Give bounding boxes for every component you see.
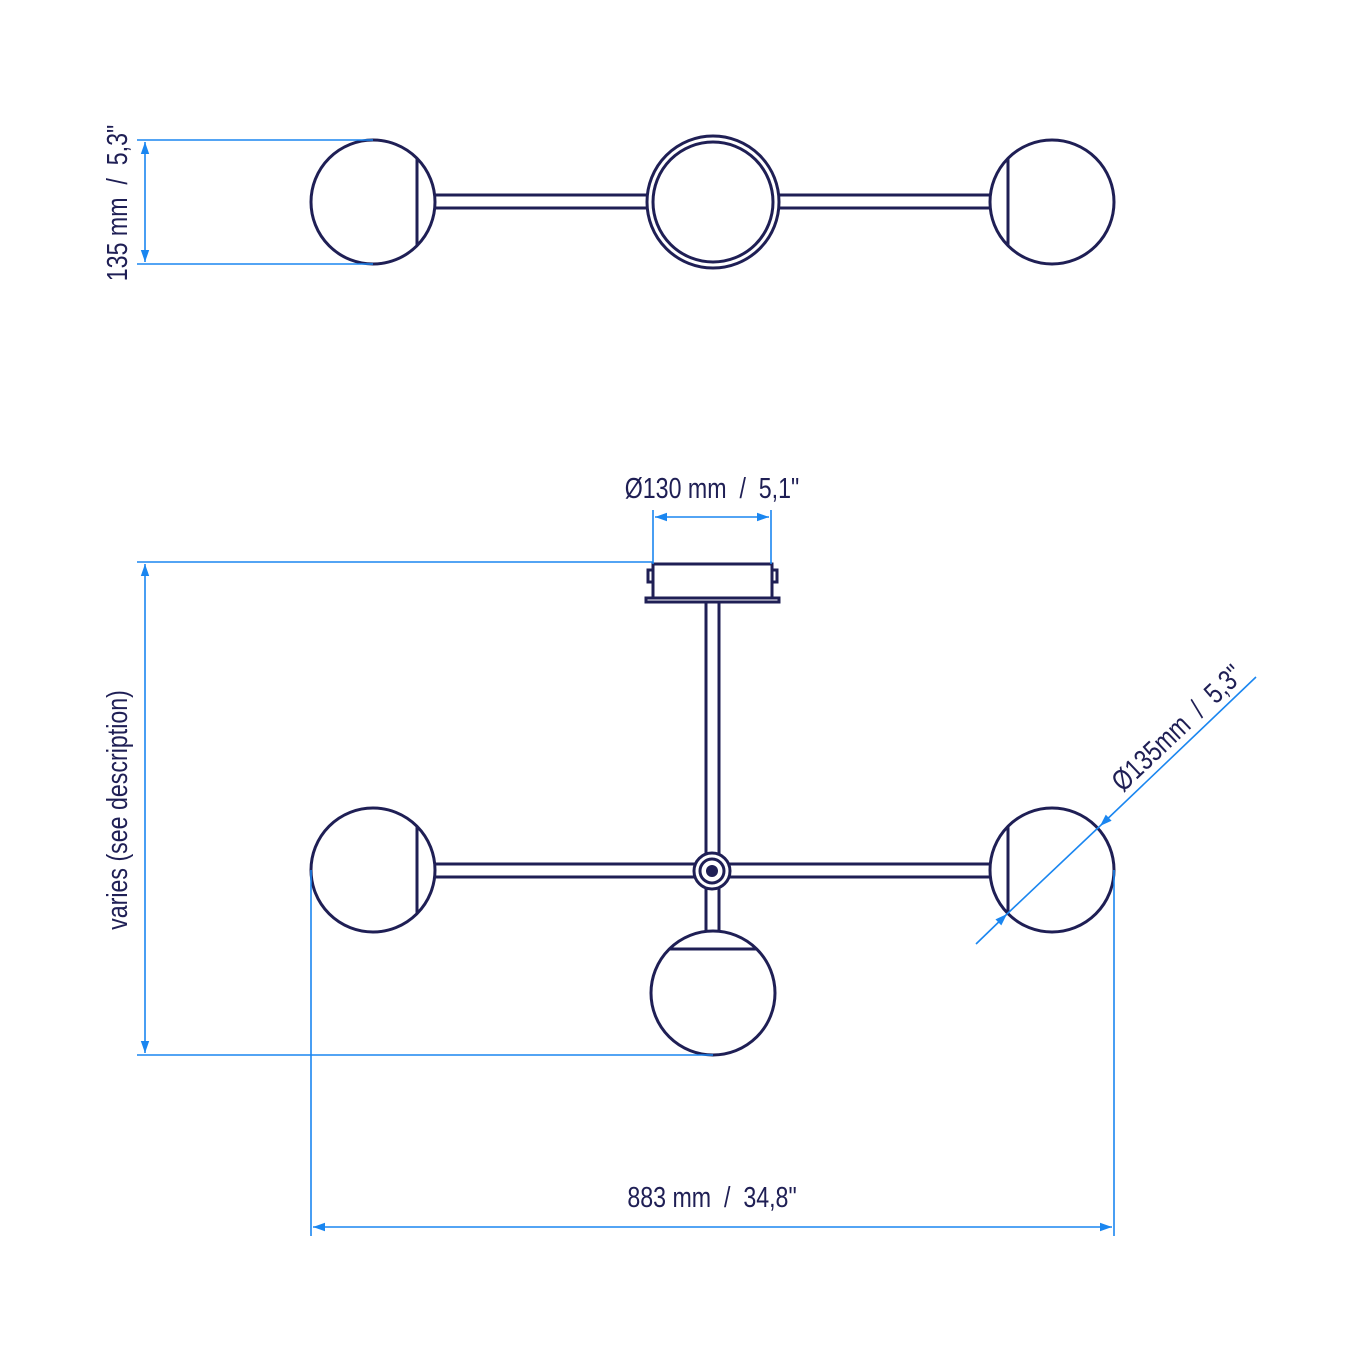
lower-stem [704, 882, 721, 934]
label-drop-height: varies (see description) [100, 690, 133, 930]
front-globe-left [309, 806, 437, 934]
front-globe-bottom [649, 929, 777, 1057]
label-globe-height-side: 135 mm / 5,3" [100, 125, 133, 281]
label-canopy-diameter: Ø130 mm / 5,1" [625, 471, 800, 504]
stem [704, 600, 721, 857]
top-globe-right [988, 138, 1116, 266]
label-total-width: 883 mm / 34,8" [627, 1180, 796, 1213]
top-rod-right [770, 193, 996, 210]
canopy [644, 562, 781, 604]
top-view [309, 134, 1116, 270]
top-globe-center [645, 134, 781, 270]
top-globe-left [309, 138, 437, 266]
dimension-drop-height: varies (see description) [100, 561, 713, 1056]
label-globe-diameter: Ø135mm / 5,3" [1105, 658, 1250, 798]
dimension-canopy-diameter: Ø130 mm / 5,1" [625, 471, 800, 564]
dimension-globe-height-side: 135 mm / 5,3" [100, 125, 373, 281]
front-view [309, 562, 1116, 1057]
top-rod-left [428, 193, 654, 210]
center-hub [692, 851, 732, 891]
dimension-total-width: 883 mm / 34,8" [310, 870, 1115, 1236]
